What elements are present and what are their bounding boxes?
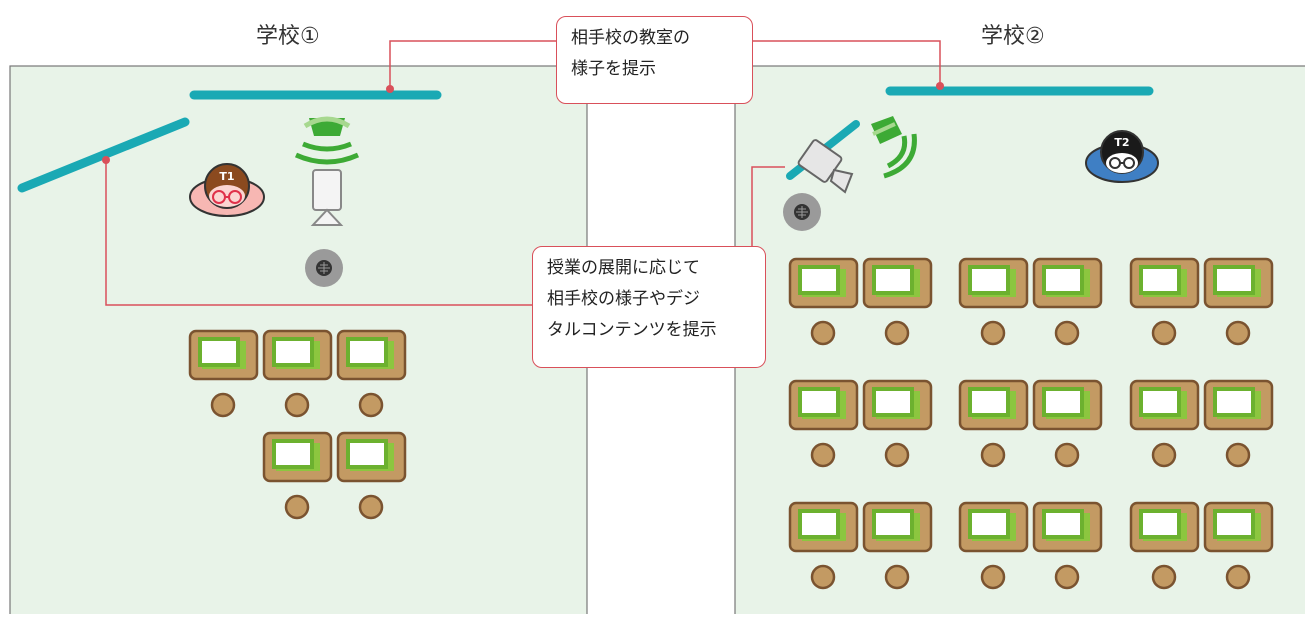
desk-with-tablet (958, 257, 1029, 346)
tablet-icon (1042, 387, 1084, 417)
connector-top-right (752, 40, 941, 86)
callout-text: タルコンテンツを提示 (547, 320, 717, 340)
tablet-icon (968, 265, 1010, 295)
desk-with-tablet (1129, 379, 1200, 468)
student-seat (1225, 442, 1251, 468)
student-seat (284, 494, 310, 520)
connector-dot (386, 85, 394, 93)
sensor-icon (871, 116, 917, 179)
desk-with-tablet (1129, 501, 1200, 590)
callout-lesson-content: 授業の展開に応じて 相手校の様子やデジ タルコンテンツを提示 (532, 246, 766, 368)
callout-text: 授業の展開に応じて (547, 258, 700, 278)
teacher2-badge: T2 (1114, 136, 1129, 149)
student-seat (1151, 442, 1177, 468)
school2-title: 学校② (981, 24, 1045, 49)
school1-title: 学校① (256, 24, 320, 49)
video-camera-icon (797, 139, 854, 194)
desk-with-tablet (1129, 257, 1200, 346)
tablet-icon (798, 387, 840, 417)
tablet-icon (1139, 265, 1181, 295)
callout-text: 相手校の教室の (571, 28, 690, 48)
student-seat (210, 392, 236, 418)
desk-with-tablet (1203, 257, 1274, 346)
student-seat (980, 564, 1006, 590)
desk-with-tablet (1032, 379, 1103, 468)
tablet-icon (872, 387, 914, 417)
desk-with-tablet (188, 329, 259, 418)
connector-mid-right (751, 166, 785, 250)
student-seat (1054, 320, 1080, 346)
student-seat (1225, 564, 1251, 590)
tablet-icon (346, 439, 388, 469)
desk-with-tablet (1203, 501, 1274, 590)
desk-with-tablet (1032, 501, 1103, 590)
student-seat (810, 442, 836, 468)
callout-text: 様子を提示 (571, 59, 656, 79)
desk-with-tablet (788, 501, 859, 590)
desk-with-tablet (336, 431, 407, 520)
student-seat (884, 564, 910, 590)
microphone-icon (305, 249, 343, 287)
sensor-icon (294, 116, 360, 165)
student-seat (1151, 320, 1177, 346)
desk-with-tablet (788, 257, 859, 346)
desk-with-tablet (788, 379, 859, 468)
desk-with-tablet (1203, 379, 1274, 468)
callout-text: 相手校の様子やデジ (547, 289, 700, 309)
desk-with-tablet (336, 329, 407, 418)
desk-with-tablet (862, 257, 933, 346)
student-seat (884, 320, 910, 346)
projector-icon (310, 169, 344, 226)
tablet-icon (872, 509, 914, 539)
student-seat (980, 320, 1006, 346)
tablet-icon (798, 509, 840, 539)
desk-with-tablet (862, 379, 933, 468)
student-seat (884, 442, 910, 468)
desk-with-tablet (862, 501, 933, 590)
tablet-icon (272, 439, 314, 469)
tablet-icon (346, 337, 388, 367)
teacher-avatar-t2: T2 (1085, 130, 1159, 183)
desk-with-tablet (262, 329, 333, 418)
student-seat (1054, 564, 1080, 590)
tablet-icon (1042, 265, 1084, 295)
tablet-icon (968, 509, 1010, 539)
tablet-icon (198, 337, 240, 367)
desk-with-tablet (958, 501, 1029, 590)
tablet-icon (798, 265, 840, 295)
tablet-icon (1213, 265, 1255, 295)
tablet-icon (1042, 509, 1084, 539)
student-seat (284, 392, 310, 418)
student-seat (1151, 564, 1177, 590)
tablet-icon (1139, 509, 1181, 539)
tablet-icon (272, 337, 314, 367)
student-seat (358, 392, 384, 418)
student-seat (1054, 442, 1080, 468)
student-seat (810, 564, 836, 590)
school1-side-screen (17, 117, 190, 193)
microphone-icon (783, 193, 821, 231)
teacher1-badge: T1 (219, 170, 234, 183)
tablet-icon (1213, 387, 1255, 417)
student-seat (980, 442, 1006, 468)
desk-with-tablet (1032, 257, 1103, 346)
tablet-icon (872, 265, 914, 295)
connector-top-left (389, 40, 556, 89)
tablet-icon (968, 387, 1010, 417)
callout-remote-classroom: 相手校の教室の 様子を提示 (556, 16, 753, 104)
tablet-icon (1213, 509, 1255, 539)
student-seat (358, 494, 384, 520)
desk-with-tablet (262, 431, 333, 520)
connector-dot (936, 82, 944, 90)
student-seat (810, 320, 836, 346)
student-desks (188, 257, 1274, 590)
connector-mid-left (105, 160, 532, 306)
teacher-avatar-t1: T1 (189, 163, 265, 217)
tablet-icon (1139, 387, 1181, 417)
student-seat (1225, 320, 1251, 346)
connector-dot (102, 156, 110, 164)
desk-with-tablet (958, 379, 1029, 468)
